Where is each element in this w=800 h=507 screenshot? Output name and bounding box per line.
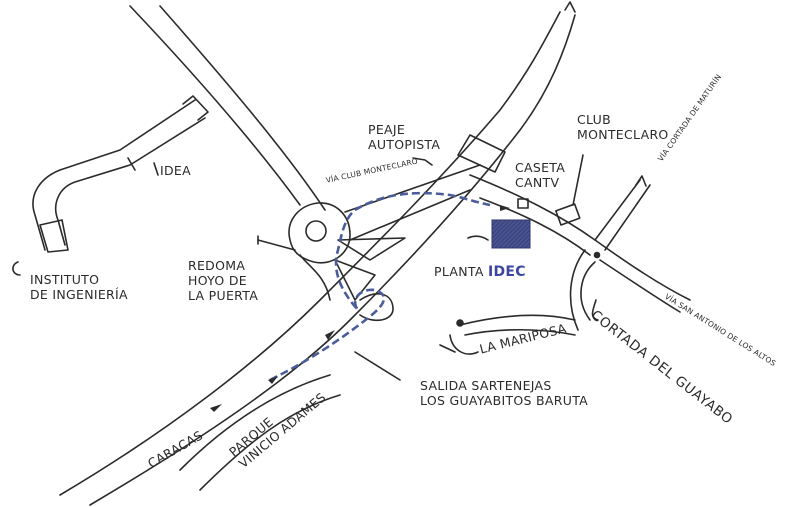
- label-salida: SALIDA SARTENEJAS LOS GUAYABITOS BARUTA: [420, 378, 589, 408]
- main-highway: [59, 1, 576, 506]
- label-caseta: CASETA CANTV: [515, 160, 566, 190]
- label-planta-text: PLANTA: [434, 264, 484, 279]
- label-instituto: INSTITUTO DE INGENIERÍA: [30, 272, 128, 302]
- road-instituto: [32, 95, 209, 253]
- junction-triangle: [334, 237, 406, 322]
- road-east: [469, 154, 596, 256]
- route-to-idec: [269, 191, 491, 382]
- plant-building: [491, 219, 531, 249]
- label-pointers: [12, 157, 599, 381]
- label-peaje: PEAJE AUTOPISTA: [368, 122, 441, 152]
- road-cortada-guayabo: [569, 249, 596, 331]
- label-idec: IDEC: [488, 264, 526, 280]
- label-idea: IDEA: [160, 163, 191, 178]
- road-la-mariposa: [449, 314, 576, 355]
- road-parque: [179, 374, 341, 491]
- peaje-toll: [457, 134, 506, 173]
- route-arrows: [210, 205, 510, 412]
- road-northwest: [129, 5, 326, 211]
- label-redoma: REDOMA HOYO DE LA PUERTA: [188, 258, 259, 303]
- label-planta: PLANTA IDEC: [434, 264, 526, 280]
- label-club: CLUB MONTECLARO: [577, 112, 669, 142]
- road-maturin: [594, 175, 651, 251]
- road-san-antonio: [593, 239, 691, 313]
